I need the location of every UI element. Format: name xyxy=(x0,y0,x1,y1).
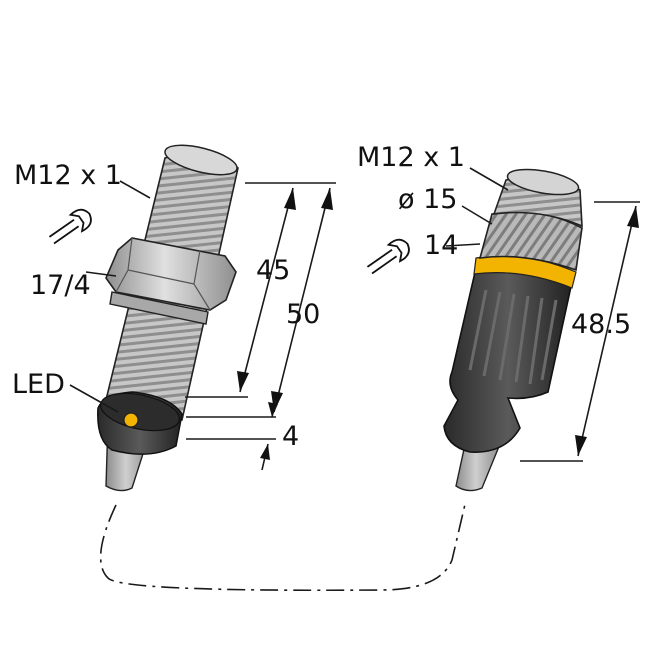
left-length-50: 50 xyxy=(286,299,320,330)
right-connector xyxy=(443,168,583,492)
left-hex-nut xyxy=(105,237,237,325)
right-molded-body xyxy=(443,265,573,453)
right-dimensions xyxy=(520,201,640,462)
left-dimensions xyxy=(185,182,336,471)
left-length-45: 45 xyxy=(256,255,290,286)
led-label: LED xyxy=(12,369,65,400)
right-diameter-label: ø 15 xyxy=(398,184,457,215)
led-indicator xyxy=(123,412,139,428)
left-thread-label: M12 x 1 xyxy=(14,160,122,191)
right-length-48-5: 48.5 xyxy=(571,309,631,340)
left-wrench-label: 17/4 xyxy=(30,270,91,301)
wrench-icon xyxy=(366,238,410,275)
left-lens-depth-4: 4 xyxy=(282,421,299,452)
left-sensor xyxy=(97,144,239,492)
right-cable xyxy=(455,439,501,492)
wrench-icon xyxy=(48,208,92,245)
right-thread-label: M12 x 1 xyxy=(357,142,465,173)
cable-connection-line xyxy=(99,499,467,592)
